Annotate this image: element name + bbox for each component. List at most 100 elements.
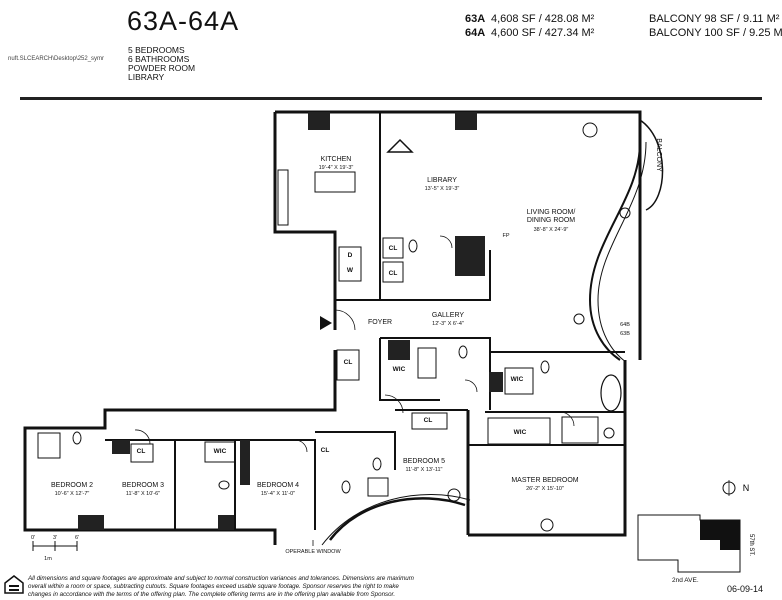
curved-glass-wall-outer (597, 141, 647, 363)
curved-bay-wall (329, 497, 466, 541)
wic-label: WIC (514, 429, 527, 436)
shower (367, 477, 389, 497)
unit-row: 63A 4,608 SF / 428.08 M² BALCONY 98 SF / 9… (465, 12, 782, 26)
shower (417, 347, 437, 379)
dishwasher-w-label: W (347, 267, 354, 274)
balcony-label: BALCONY (655, 138, 662, 172)
level-64b-label: 64B (620, 322, 630, 328)
closet-label: CL (321, 447, 330, 454)
column (240, 440, 250, 485)
door-swing (384, 394, 404, 414)
fireplace-label: FP (502, 233, 509, 239)
unit-balcony: BALCONY 100 SF / 9.25 M² (649, 27, 782, 39)
door-swing (334, 309, 356, 331)
disclaimer-text: All dimensions and square footages are a… (28, 575, 414, 598)
closet-label: CL (137, 448, 146, 455)
wic-box (504, 367, 534, 395)
master-bedroom-dim: 26'-2" X 15'-10" (526, 486, 564, 492)
column (455, 112, 477, 130)
house-icon (4, 575, 24, 594)
feature-item: 5 BEDROOMS (128, 45, 185, 55)
planter (603, 427, 615, 439)
closet-label: CL (389, 270, 398, 277)
unit-area: 4,600 SF / 427.34 M² (491, 27, 595, 39)
scale-label-6: 6' (75, 535, 79, 541)
curved-bay-outer (321, 494, 471, 546)
closet-label: CL (389, 245, 398, 252)
door-swing (559, 411, 575, 427)
library-column-marker (386, 138, 414, 153)
wic-label: WIC (393, 366, 406, 373)
column (218, 515, 234, 530)
house-icon-bar (9, 585, 19, 587)
unit-area: 4,608 SF / 428.08 M² (491, 13, 595, 25)
toilet (372, 457, 382, 471)
closet-box (336, 349, 360, 381)
bedroom2-label: BEDROOM 2 (51, 482, 93, 489)
shower (561, 416, 599, 444)
curved-glass-wall (588, 141, 641, 361)
door-swing (294, 439, 308, 453)
tree-planters (447, 122, 631, 532)
bedroom2-dim: 10'-6" X 12'-7" (55, 491, 90, 497)
toilets (72, 239, 550, 494)
columns (78, 112, 503, 530)
library-dim: 13'-5" X 19'-3" (425, 186, 460, 192)
wic-label: WIC (214, 448, 227, 455)
header-divider (20, 97, 762, 100)
closet-box (411, 412, 448, 430)
kitchen-label: KITCHEN (321, 156, 352, 163)
door-swing (134, 429, 151, 445)
dishwasher-d-label: D (348, 252, 353, 259)
closet-label: CL (424, 417, 433, 424)
operable-window-label: OPERABLE WINDOW (285, 549, 341, 555)
unit-label: 64A (465, 27, 486, 39)
kitchen-dim: 19'-4" X 19'-3" (319, 165, 354, 171)
feature-item: 6 BATHROOMS (128, 54, 190, 64)
wic-box (204, 441, 236, 463)
column (388, 340, 410, 360)
planter (619, 207, 631, 219)
unit-label: 63A (465, 13, 486, 25)
gallery-dim: 12'-3" X 6'-4" (432, 321, 464, 327)
foyer-label: FOYER (368, 319, 392, 326)
dishwasher-box (338, 246, 362, 282)
plan-date: 06-09-14 (727, 584, 764, 594)
closet-box (382, 237, 404, 259)
closet-label: CL (344, 359, 353, 366)
wic-label: WIC (511, 376, 524, 383)
gallery-label: GALLERY (432, 312, 464, 319)
file-path: nuft.SLCEARCH\Desktop\252_symr (8, 56, 105, 62)
planter (447, 488, 461, 502)
scale-label-0: 0' (31, 535, 35, 541)
balcony-outline (639, 119, 664, 211)
street-2nd-ave-label: 2nd AVE. (672, 577, 699, 584)
door-swing (464, 379, 478, 393)
living-room-dim: 38'-8" X 24'-9" (534, 227, 569, 233)
unit-balcony: BALCONY 98 SF / 9.11 M² (649, 13, 780, 25)
column (112, 440, 130, 454)
bathtub (600, 374, 622, 412)
compass: N (722, 480, 750, 496)
planter (540, 518, 554, 532)
toilet (72, 431, 82, 445)
bedroom3-label: BEDROOM 3 (122, 482, 164, 489)
key-plan-unit-highlight (700, 520, 740, 550)
column (78, 515, 104, 530)
dining-room-label: DINING ROOM (527, 217, 575, 224)
planter (573, 313, 585, 325)
planter (582, 122, 598, 138)
kitchen-counter (277, 169, 289, 226)
toilet (218, 480, 230, 490)
scale-label-3: 3' (53, 535, 57, 541)
compass-north-label: N (743, 483, 750, 493)
toilet (458, 345, 468, 359)
toilet (408, 239, 418, 253)
unit-row: 64A 4,600 SF / 427.34 M² BALCONY 100 SF / … (465, 26, 782, 40)
living-room-label: LIVING ROOM/ (527, 209, 576, 216)
exterior-walls (23, 110, 642, 545)
street-57th-label: 57th ST. (748, 534, 754, 556)
column (308, 112, 330, 130)
closet-labels: CL CL CL CL CL CL WIC WIC WIC WIC D W (137, 245, 527, 455)
